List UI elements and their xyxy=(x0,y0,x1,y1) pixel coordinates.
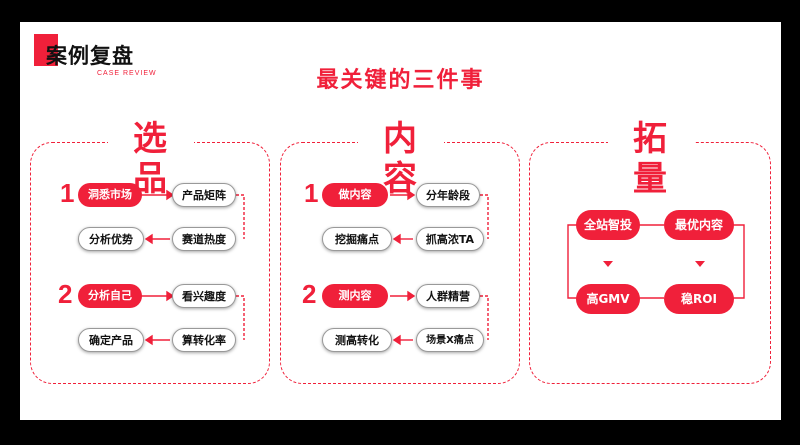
p3-down-arrow-right xyxy=(695,261,705,267)
p2-g2-number: 2 xyxy=(302,279,317,309)
p2-g1-number: 1 xyxy=(304,178,319,208)
p2-g2-step-d: 测高转化 xyxy=(322,328,392,352)
p1-g1-step-c: 赛道热度 xyxy=(172,227,236,251)
p2-g1-step-c: 抓高浓TA xyxy=(416,227,484,251)
p1-g2-step-c: 算转化率 xyxy=(172,328,236,352)
p1-g1-number: 1 xyxy=(60,178,75,208)
p3-down-arrow-left xyxy=(603,261,613,267)
logo-block xyxy=(34,34,58,66)
arrow-p1g2-bc xyxy=(236,295,245,340)
arrow-p2g2-bc xyxy=(480,295,489,340)
p2-g1-step-a: 做内容 xyxy=(322,183,388,207)
p1-g2-step-b: 看兴趣度 xyxy=(172,284,236,308)
p3-step-a: 全站智投 xyxy=(576,210,640,240)
logo-subtitle: CASE REVIEW xyxy=(97,70,157,77)
p3-step-d: 稳ROI xyxy=(664,284,734,314)
arrow-p2g1-bc xyxy=(480,194,489,239)
arrow-p1g1-bc xyxy=(236,194,245,239)
p1-g2-step-d: 确定产品 xyxy=(78,328,144,352)
p1-g1-step-a: 洞悉市场 xyxy=(78,183,142,207)
p2-g1-step-b: 分年龄段 xyxy=(416,183,480,207)
p2-g2-step-c: 场景X痛点 xyxy=(416,328,484,352)
p2-g1-step-d: 挖掘痛点 xyxy=(322,227,392,251)
panel-scale-title: 拓量 xyxy=(608,119,694,199)
p1-g1-step-d: 分析优势 xyxy=(78,227,144,251)
p1-g1-step-b: 产品矩阵 xyxy=(172,183,236,207)
main-title: 最关键的三件事 xyxy=(316,68,485,93)
p3-step-b: 最优内容 xyxy=(664,210,734,240)
p3-step-c: 高GMV xyxy=(576,284,640,314)
logo-title: 案例复盘 xyxy=(46,44,134,68)
p1-g2-step-a: 分析自己 xyxy=(78,284,142,308)
p2-g2-step-a: 测内容 xyxy=(322,284,388,308)
p2-g2-step-b: 人群精营 xyxy=(416,284,480,308)
slide: 案例复盘 CASE REVIEW 最关键的三件事 选品 内容 拓量 xyxy=(20,22,781,420)
p1-g2-number: 2 xyxy=(58,279,73,309)
